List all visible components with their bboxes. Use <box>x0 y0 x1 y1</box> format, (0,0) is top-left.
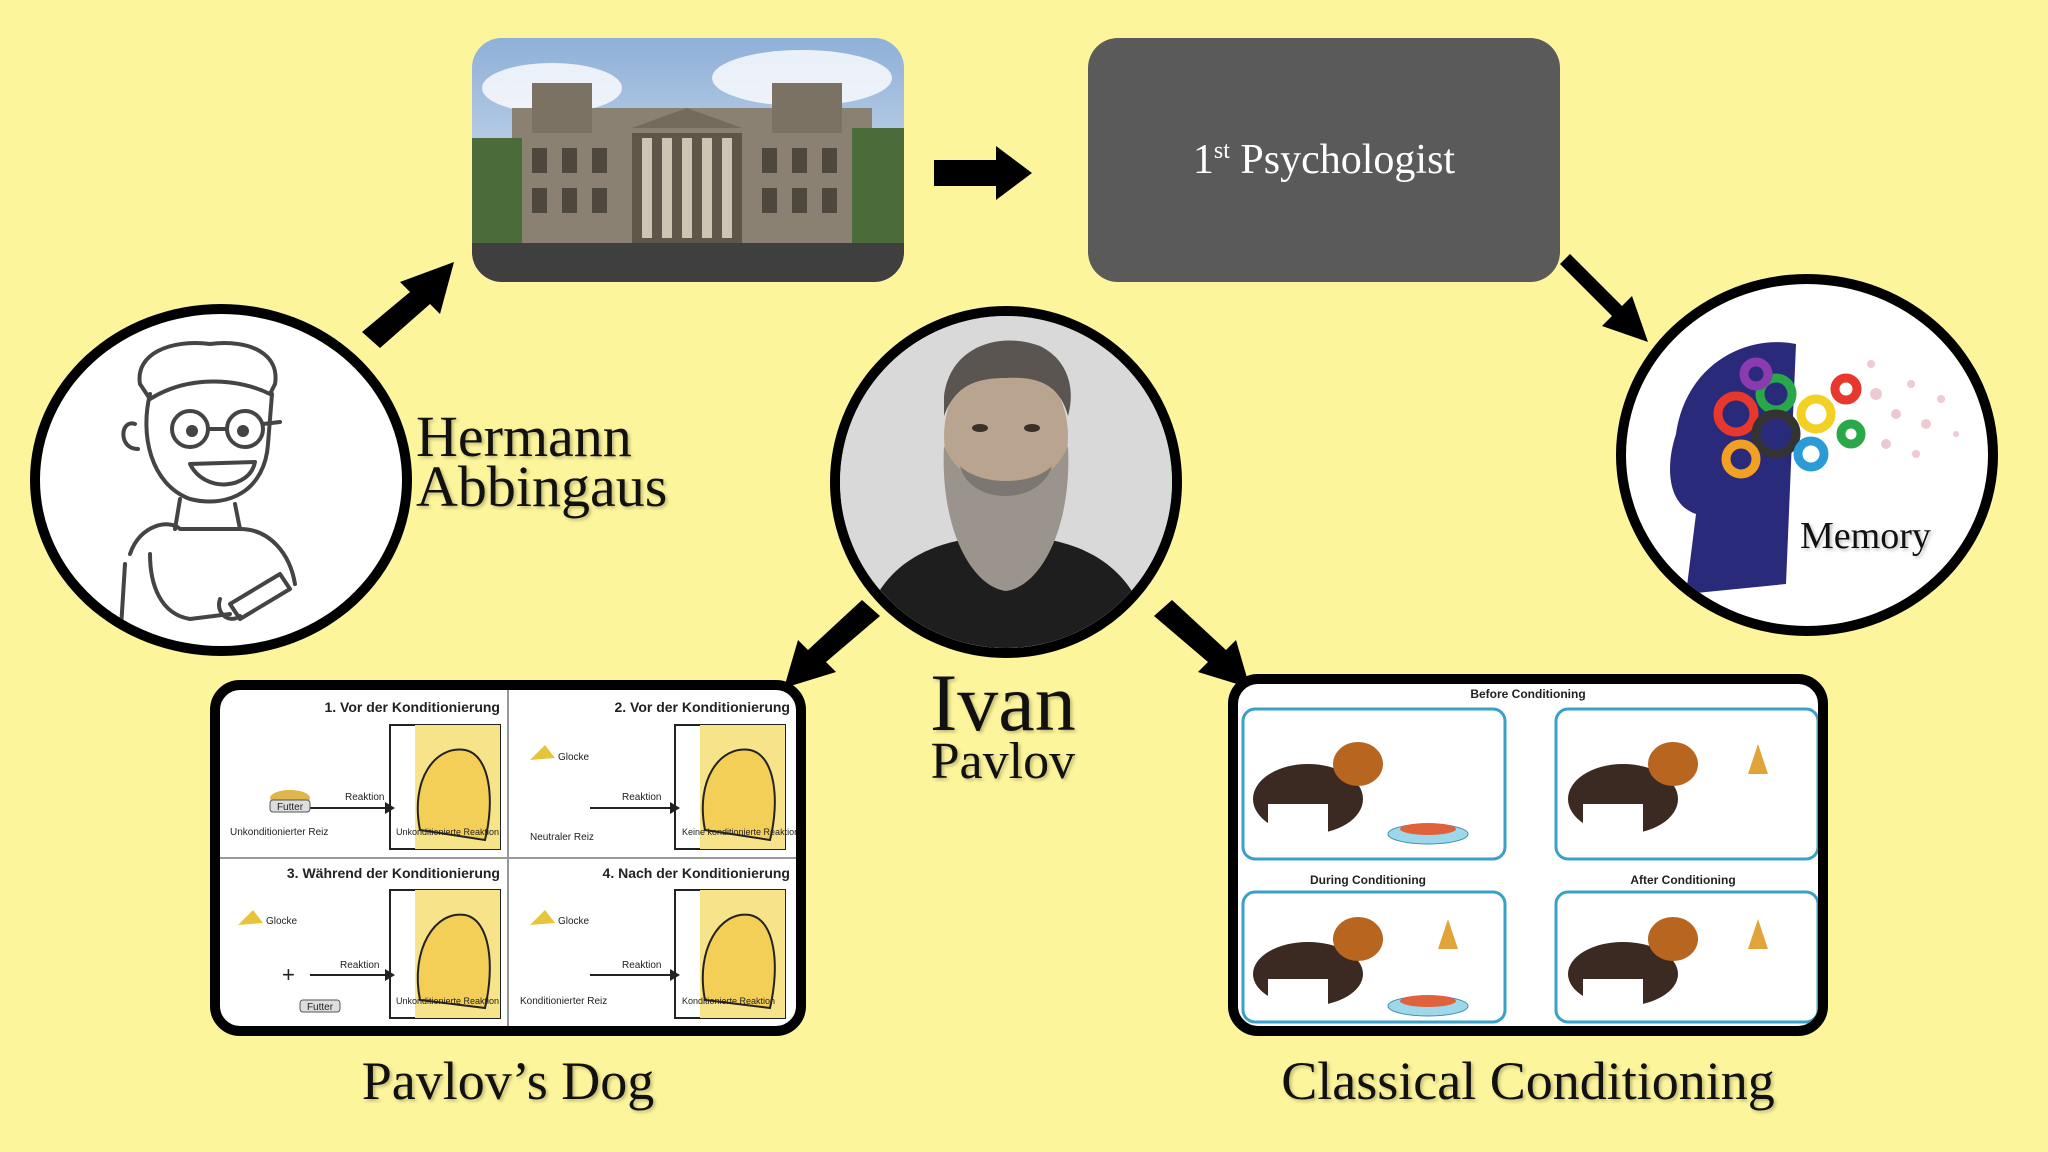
arrow-up-right-icon <box>362 262 454 348</box>
hermann-first-name: Hermann <box>416 404 632 469</box>
psychologist-text: Psychologist <box>1240 137 1456 183</box>
pavlov-portrait-icon <box>840 316 1172 648</box>
pavlov-dog-figure: 1. Vor der Konditionierung Futter Reakti… <box>210 680 806 1036</box>
ivan-pavlov-name: Ivan Pavlov <box>930 662 1076 788</box>
arrow-down-right-icon <box>1154 600 1250 688</box>
psychologist-label: 1st Psychologist <box>1193 136 1455 184</box>
building-icon <box>472 38 904 282</box>
pavlov-panel-title: 2. Vor der Konditionierung <box>614 699 790 715</box>
pavlov-dog-caption: Pavlov’s Dog <box>361 1051 655 1111</box>
pavlov-panel-2: 2. Vor der Konditionierung Glocke Reakti… <box>530 699 796 850</box>
response-caption: Unkonditionierte Reaktion <box>396 996 499 1006</box>
reaction-label: Reaktion <box>345 792 384 803</box>
ivan-last-name: Pavlov <box>930 733 1076 790</box>
ordinal-suffix: st <box>1213 138 1230 164</box>
memory-label: Memory <box>1800 515 1931 557</box>
arrow-down-left-icon <box>784 600 880 688</box>
ordinal-number: 1 <box>1192 137 1214 183</box>
dog-icon <box>1568 742 1768 844</box>
arrow-down-right-icon <box>1560 254 1648 342</box>
pavlov-panel-4: 4. Nach der Konditionierung Glocke Reakt… <box>520 865 790 1019</box>
hermann-name: Hermann Abbingaus <box>416 404 668 519</box>
food-label: Futter <box>307 1002 334 1013</box>
memory-circle: Memory <box>1616 274 1998 636</box>
reaction-label: Reaktion <box>622 792 661 803</box>
cc-panel-title: During Conditioning <box>1310 873 1426 887</box>
classical-conditioning-diagram: Before Conditioning During Conditioning … <box>1241 687 1818 1024</box>
response-caption: Keine konditionierte Reaktion <box>682 827 796 837</box>
pavlov-portrait-circle <box>830 306 1182 658</box>
cc-panel-title: After Conditioning <box>1630 873 1735 887</box>
pavlov-panel-3: 3. Während der Konditionierung Glocke + … <box>238 865 501 1019</box>
pavlov-panel-title: 4. Nach der Konditionierung <box>603 865 790 881</box>
arrow-right-icon <box>934 146 1032 200</box>
bell-label: Glocke <box>558 752 590 763</box>
stimulus-label: Futter <box>277 802 304 813</box>
hermann-circle <box>30 304 412 656</box>
stimulus-caption: Neutraler Reiz <box>530 832 594 843</box>
classical-conditioning-figure: Before Conditioning During Conditioning … <box>1228 674 1828 1036</box>
classical-conditioning-caption: Classical Conditioning <box>1281 1051 1775 1111</box>
pavlov-dog-diagram: 1. Vor der Konditionierung Futter Reakti… <box>220 690 796 1026</box>
hermann-last-name: Abbingaus <box>416 454 668 519</box>
stimulus-caption: Unkonditionierter Reiz <box>230 827 328 838</box>
bell-label: Glocke <box>266 916 298 927</box>
pavlov-panel-title: 1. Vor der Konditionierung <box>324 699 500 715</box>
ivan-first-name: Ivan <box>930 657 1076 748</box>
reichstag-photo <box>472 38 904 282</box>
brain-gears-icon <box>1670 342 1959 594</box>
pavlov-panel-1: 1. Vor der Konditionierung Futter Reakti… <box>230 699 501 850</box>
dog-icon <box>1253 742 1469 845</box>
first-psychologist-box: 1st Psychologist <box>1088 38 1560 282</box>
reaction-label: Reaktion <box>622 960 661 971</box>
bell-label: Glocke <box>558 916 590 927</box>
plus-sign: + <box>282 962 295 987</box>
response-caption: Konditionierte Reaktion <box>682 996 775 1006</box>
dog-icon <box>1253 917 1469 1017</box>
dog-icon <box>1568 917 1768 1014</box>
reaction-label: Reaktion <box>340 960 379 971</box>
cc-panel-title: Before Conditioning <box>1470 687 1585 701</box>
pavlov-panel-title: 3. Während der Konditionierung <box>287 865 500 881</box>
stimulus-caption: Konditionierter Reiz <box>520 996 607 1007</box>
response-caption: Unkonditionierte Reaktion <box>396 827 499 837</box>
cartoon-man-icon <box>118 341 297 646</box>
